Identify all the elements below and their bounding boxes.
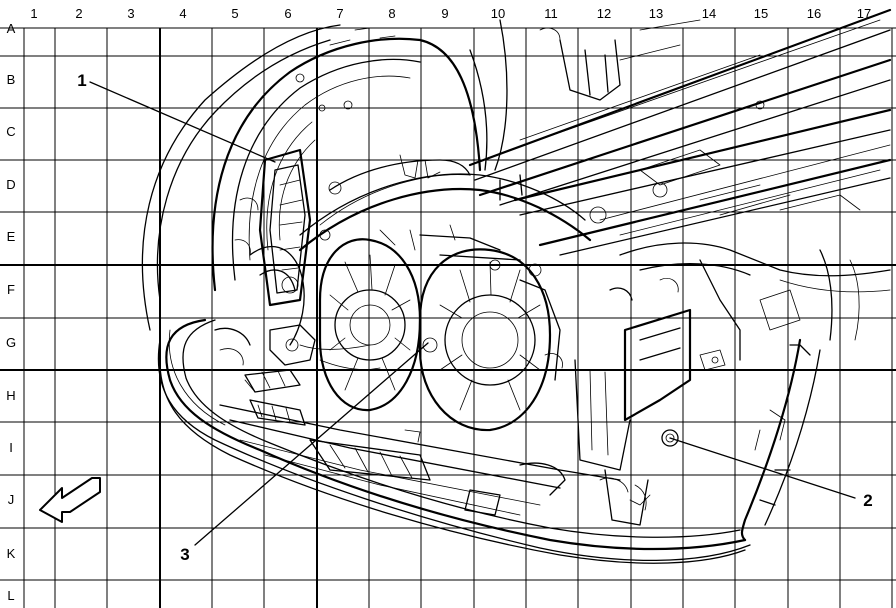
- grid-row-label: I: [9, 440, 13, 455]
- grid-row-label: H: [6, 388, 15, 403]
- grid-row-label: C: [6, 124, 15, 139]
- grid-column-labels: 1 2 3 4 5 6 7 8 9 10 11 12 13 14 15 16 1…: [30, 6, 871, 21]
- grid-row-label: J: [8, 492, 15, 507]
- grid-column-label: 6: [284, 6, 291, 21]
- callout-1-label: 1: [77, 71, 86, 90]
- grid-row-label: L: [7, 588, 14, 603]
- grid-column-label: 2: [75, 6, 82, 21]
- grid-column-label: 10: [491, 6, 505, 21]
- grid-column-label: 16: [807, 6, 821, 21]
- grid-column-label: 14: [702, 6, 716, 21]
- grid-column-label: 8: [388, 6, 395, 21]
- grid-column-label: 1: [30, 6, 37, 21]
- grid-row-label: K: [7, 546, 16, 561]
- grid-column-label: 15: [754, 6, 768, 21]
- grid-row-label: F: [7, 282, 15, 297]
- vehicle-front-structure-drawing: [141, 8, 892, 564]
- grid-column-label: 4: [179, 6, 186, 21]
- grid-row-label: D: [6, 177, 15, 192]
- callout-2-label: 2: [863, 491, 872, 510]
- grid-column-label: 5: [231, 6, 238, 21]
- grid-row-label: G: [6, 335, 16, 350]
- grid-column-label: 3: [127, 6, 134, 21]
- callout-3-label: 3: [180, 545, 189, 564]
- grid-column-label: 7: [336, 6, 343, 21]
- grid-row-labels: A B C D E F G H I J K L: [6, 21, 16, 603]
- callout-3: 3: [180, 342, 429, 564]
- grid-row-label: B: [7, 72, 16, 87]
- grid-column-label: 11: [544, 6, 558, 21]
- grid-row-label: A: [7, 21, 16, 36]
- reference-grid: [0, 27, 896, 608]
- grid-column-label: 9: [441, 6, 448, 21]
- grid-column-label: 12: [597, 6, 611, 21]
- grid-column-label: 17: [857, 6, 871, 21]
- grid-row-label: E: [7, 229, 16, 244]
- front-arrow-icon: [39, 477, 101, 523]
- callout-2: 2: [669, 437, 873, 510]
- callout-1: 1: [77, 71, 276, 163]
- grid-column-label: 13: [649, 6, 663, 21]
